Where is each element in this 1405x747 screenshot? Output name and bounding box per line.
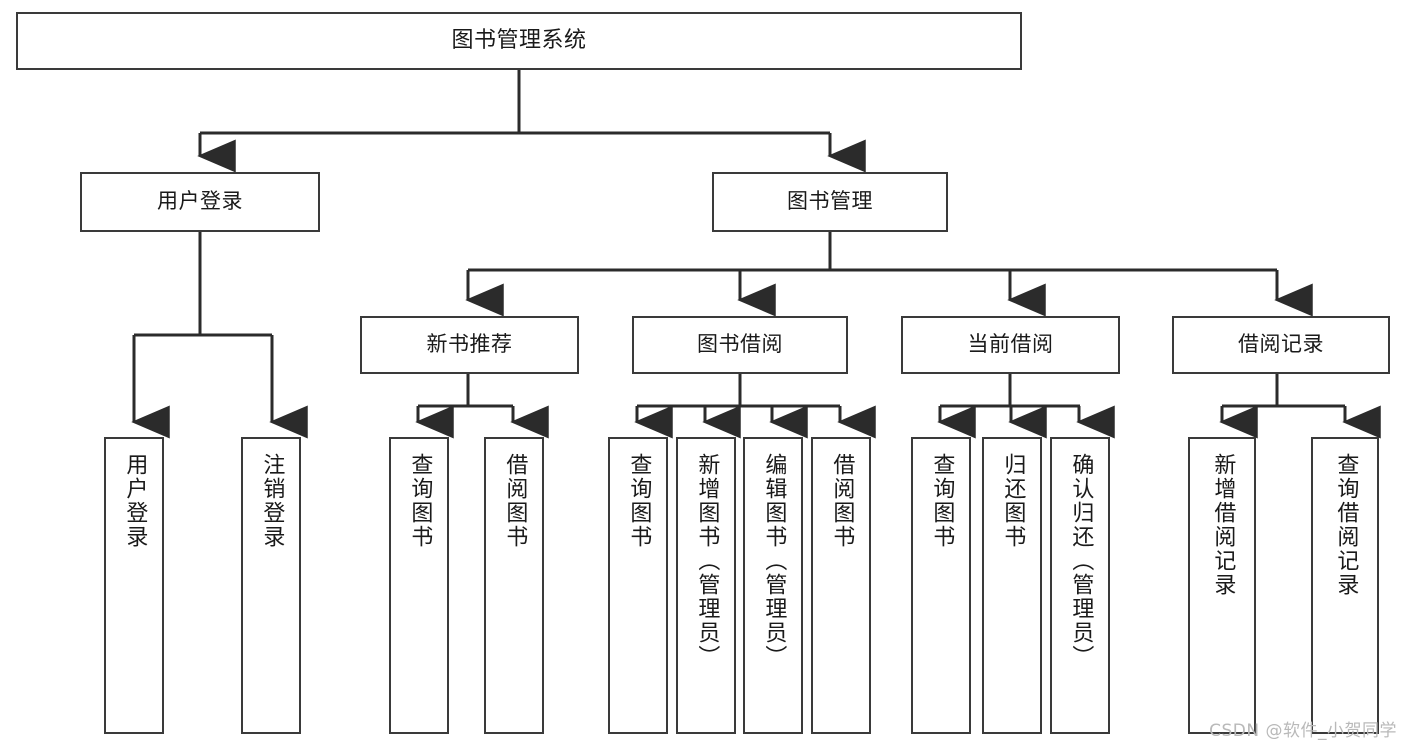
node-current-borrow: 当前借阅 [901, 316, 1120, 374]
leaf-user-login: 用户登录 [104, 437, 164, 734]
watermark-credit: CSDN @软件_小贺同学 [1209, 721, 1397, 741]
leaf-borrow-book-1-label: 借阅图书 [502, 453, 528, 549]
leaf-query-book-1-label: 查询图书 [407, 453, 433, 549]
leaf-logout-login: 注销登录 [241, 437, 301, 734]
node-book-manage-label: 图书管理 [787, 189, 873, 214]
leaf-confirm-return: 确认归还（管理员） [1050, 437, 1110, 734]
leaf-query-book-3-label: 查询图书 [929, 453, 955, 549]
leaf-edit-book-label: 编辑图书（管理员） [761, 453, 787, 669]
leaf-add-record-label: 新增借阅记录 [1210, 453, 1236, 597]
leaf-query-record-label: 查询借阅记录 [1333, 453, 1359, 597]
leaf-add-book: 新增图书（管理员） [676, 437, 736, 734]
node-borrow-record: 借阅记录 [1172, 316, 1390, 374]
leaf-logout-login-label: 注销登录 [259, 453, 285, 549]
node-new-book-recommend: 新书推荐 [360, 316, 579, 374]
node-borrow-record-label: 借阅记录 [1238, 332, 1324, 357]
node-root-system: 图书管理系统 [16, 12, 1022, 70]
leaf-query-book-2-label: 查询图书 [626, 453, 652, 549]
leaf-borrow-book-2: 借阅图书 [811, 437, 871, 734]
leaf-return-book: 归还图书 [982, 437, 1042, 734]
node-book-borrow: 图书借阅 [632, 316, 848, 374]
node-book-manage: 图书管理 [712, 172, 948, 232]
node-root-system-label: 图书管理系统 [451, 27, 587, 53]
leaf-query-record: 查询借阅记录 [1311, 437, 1379, 734]
leaf-borrow-book-1: 借阅图书 [484, 437, 544, 734]
leaf-borrow-book-2-label: 借阅图书 [829, 453, 855, 549]
node-user-login-label: 用户登录 [157, 189, 243, 214]
leaf-add-record: 新增借阅记录 [1188, 437, 1256, 734]
leaf-query-book-1: 查询图书 [389, 437, 449, 734]
leaf-confirm-return-label: 确认归还（管理员） [1068, 453, 1094, 669]
leaf-add-book-label: 新增图书（管理员） [694, 453, 720, 669]
node-book-borrow-label: 图书借阅 [697, 332, 783, 357]
leaf-user-login-label: 用户登录 [122, 453, 148, 549]
leaf-query-book-3: 查询图书 [911, 437, 971, 734]
leaf-query-book-2: 查询图书 [608, 437, 668, 734]
node-current-borrow-label: 当前借阅 [967, 332, 1054, 357]
leaf-edit-book: 编辑图书（管理员） [743, 437, 803, 734]
node-new-book-recommend-label: 新书推荐 [426, 332, 513, 357]
leaf-return-book-label: 归还图书 [1000, 453, 1026, 549]
node-user-login: 用户登录 [80, 172, 320, 232]
